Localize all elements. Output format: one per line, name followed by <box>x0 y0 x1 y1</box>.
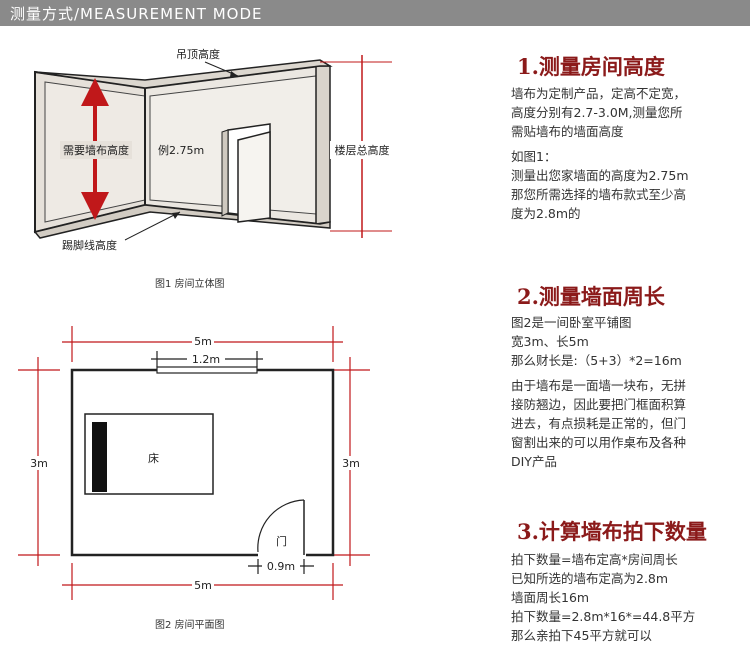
section1-line: 测量出您家墙面的高度为2.75m <box>511 168 689 183</box>
total-height-label: 楼层总高度 <box>335 143 390 157</box>
section3-line: 那么亲拍下45平方就可以 <box>511 628 652 643</box>
section1-line: 度为2.8m的 <box>511 206 581 221</box>
section1-line: 如图1： <box>511 149 557 164</box>
window <box>156 366 258 374</box>
window-width-label: 1.2m <box>192 353 220 366</box>
section3-line: 拍下数量=2.8m*16*=44.8平方 <box>511 609 696 624</box>
section3-line: 拍下数量=墙布定高*房间周长 <box>511 552 678 567</box>
door-width-label: 0.9m <box>267 560 295 573</box>
example-height-label: 例2.75m <box>158 143 204 157</box>
section2-line: 那么财长是:（5+3）*2=16m <box>511 353 682 368</box>
section1-body: 墙布为定制产品，定高不定宽， 高度分别有2.7-3.0M,测量您所 需贴墙布的墙… <box>511 84 736 223</box>
door-leaf <box>237 131 271 223</box>
figure2-caption: 图2 房间平面图 <box>155 618 225 631</box>
section2-body: 图2是一间卧室平铺图 宽3m、长5m 那么财长是:（5+3）*2=16m 由于墙… <box>511 313 736 471</box>
section3-line: 已知所选的墙布定高为2.8m <box>511 571 669 586</box>
section3-line: 墙面周长16m <box>511 590 590 605</box>
wall-height-label: 需要墙布高度 <box>63 143 129 157</box>
door-label: 门 <box>276 534 287 548</box>
room-3d-figure: 需要墙布高度 例2.75m 吊顶高度 踢脚线高度 楼层总高度 图1 房间立体图 <box>33 47 400 290</box>
section2-line: 接防翘边，因此要把门框面积算 <box>511 397 687 412</box>
section1-line: 墙布为定制产品，定高不定宽， <box>511 86 687 101</box>
left-width-label: 3m <box>30 457 48 470</box>
ceiling-label: 吊顶高度 <box>176 47 220 61</box>
section2-line: 图2是一间卧室平铺图 <box>511 315 632 330</box>
right-width-label: 3m <box>342 457 360 470</box>
bottom-length-label: 5m <box>194 579 212 592</box>
section2-line: 宽3m、长5m <box>511 334 589 349</box>
header-bar: 测量方式/MEASUREMENT MODE <box>0 0 750 26</box>
section1-line: 高度分别有2.7-3.0M,测量您所 <box>511 105 683 120</box>
section1-line: 需贴墙布的墙面高度 <box>511 124 624 139</box>
bed-label: 床 <box>148 451 159 465</box>
section2-line: 窗割出来的可以用作桌布及各种 <box>511 435 687 450</box>
figure1-caption: 图1 房间立体图 <box>155 277 225 290</box>
section2-title: 2.测量墙面周长 <box>517 284 665 309</box>
door-swing-arc <box>257 499 305 553</box>
bed-headboard <box>92 422 107 492</box>
skirting-label: 踢脚线高度 <box>62 238 117 252</box>
top-length-label: 5m <box>194 335 212 348</box>
floor-plan-figure: 1.2m 床 门 0.9m 5m 5m 3m 3m 图2 房间平面图 <box>18 326 370 631</box>
header-title: 测量方式/MEASUREMENT MODE <box>10 5 263 23</box>
section2-line: DIY产品 <box>511 454 557 469</box>
section2-line: 进去，有点损耗是正常的，但门 <box>511 416 687 431</box>
section2-line: 由于墙布是一面墙一块布，无拼 <box>511 378 687 393</box>
section1-title: 1.测量房间高度 <box>517 54 665 79</box>
section3-body: 拍下数量=墙布定高*房间周长 已知所选的墙布定高为2.8m 墙面周长16m 拍下… <box>511 550 736 645</box>
section3-title: 3.计算墙布拍下数量 <box>517 519 707 544</box>
section1-line: 那您所需选择的墙布款式至少高 <box>511 187 687 202</box>
